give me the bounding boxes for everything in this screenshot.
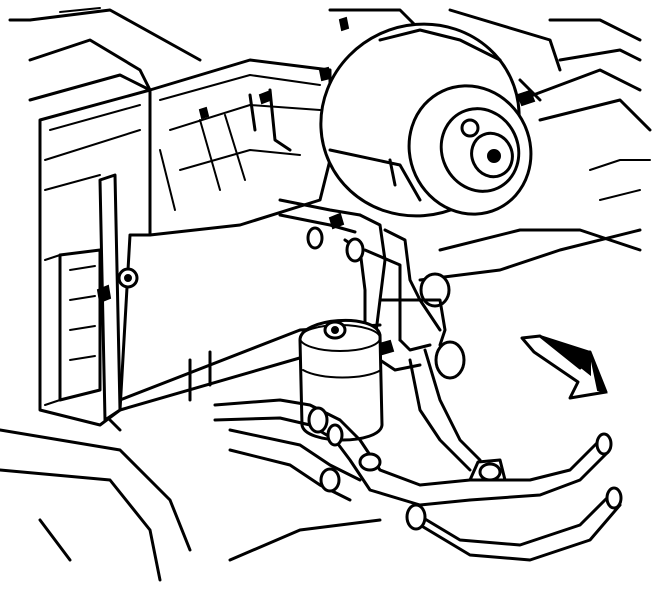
- body-panel-background: [0, 7, 652, 582]
- heater-hoses: [213, 348, 623, 562]
- hvac-module-case: [38, 58, 382, 427]
- refrigerant-lines: [278, 198, 466, 380]
- heater-core: [44, 173, 139, 432]
- direction-arrow-icon: [520, 334, 608, 400]
- blower-motor: [319, 16, 542, 218]
